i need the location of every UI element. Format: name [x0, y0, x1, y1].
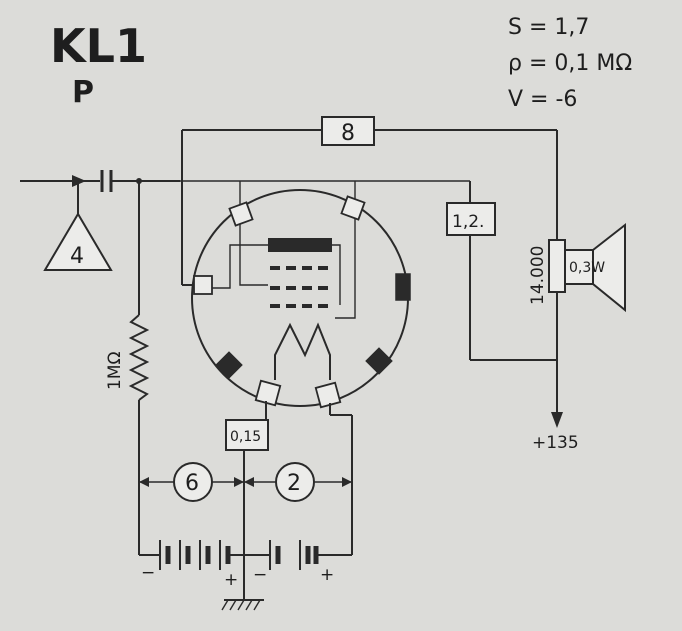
- filament-current-label: 0,15: [230, 429, 261, 445]
- ground-symbol: [221, 599, 264, 611]
- anode-current-label: 8: [341, 121, 355, 146]
- supply-voltage-label: +135: [532, 433, 579, 453]
- tube-pin-4: [395, 273, 411, 301]
- input-arrow: [20, 175, 100, 187]
- tube-pin-6: [365, 347, 393, 375]
- tube-pin-8: [314, 381, 342, 409]
- speaker-power-label: 0,3W: [569, 260, 605, 276]
- bias-battery-gauge: 6: [139, 462, 244, 502]
- loudspeaker: 0,3W: [548, 222, 626, 313]
- load-resistance-label: 14.000: [528, 246, 548, 305]
- tube-electrodes: [268, 238, 332, 380]
- filament-battery-minus: −: [253, 565, 267, 585]
- anode-current-box: [321, 116, 375, 146]
- filament-battery-gauge: 2: [244, 462, 352, 502]
- anode-internal-wire: [300, 244, 341, 305]
- screen-current-box: [446, 202, 496, 236]
- filament-current-box: [225, 419, 269, 451]
- grid-bias-label: 4: [70, 244, 84, 269]
- param-grid-voltage: V = -6: [508, 87, 577, 112]
- filament-battery-plus: +: [320, 565, 334, 585]
- tube-type-title: KL1: [50, 19, 147, 73]
- filament: [274, 322, 331, 380]
- suppressor-internal-wire: [335, 205, 356, 319]
- grid-bias-triangle: 4: [43, 181, 113, 271]
- tube-type-subtitle: P: [72, 75, 94, 110]
- anode-loop: [181, 129, 558, 286]
- screen-current-label: 1,2.: [452, 212, 484, 232]
- supply-arrow: [551, 412, 563, 428]
- tube-pin-7: [254, 379, 282, 407]
- grid-resistor: 1MΩ: [105, 181, 150, 555]
- grid-internal-wire: [239, 205, 268, 286]
- tube-pin-3: [193, 275, 213, 295]
- bias-battery-minus: −: [141, 563, 155, 583]
- tube-pin-5: [215, 351, 243, 379]
- bias-battery-plus: +: [224, 570, 238, 590]
- tube-pin-2: [340, 195, 366, 221]
- grid-resistor-label: 1MΩ: [105, 352, 125, 390]
- filament-battery-label: 2: [287, 471, 301, 496]
- bias-battery: − +: [139, 540, 244, 590]
- bias-battery-label: 6: [185, 471, 199, 496]
- screen-internal-wire: [205, 244, 268, 289]
- filament-battery: − +: [244, 540, 352, 585]
- param-transconductance: S = 1,7: [508, 15, 589, 40]
- coupling-capacitor: [100, 170, 180, 192]
- tube-pin-1: [228, 201, 254, 227]
- param-internal-resistance: ρ = 0,1 MΩ: [508, 51, 632, 76]
